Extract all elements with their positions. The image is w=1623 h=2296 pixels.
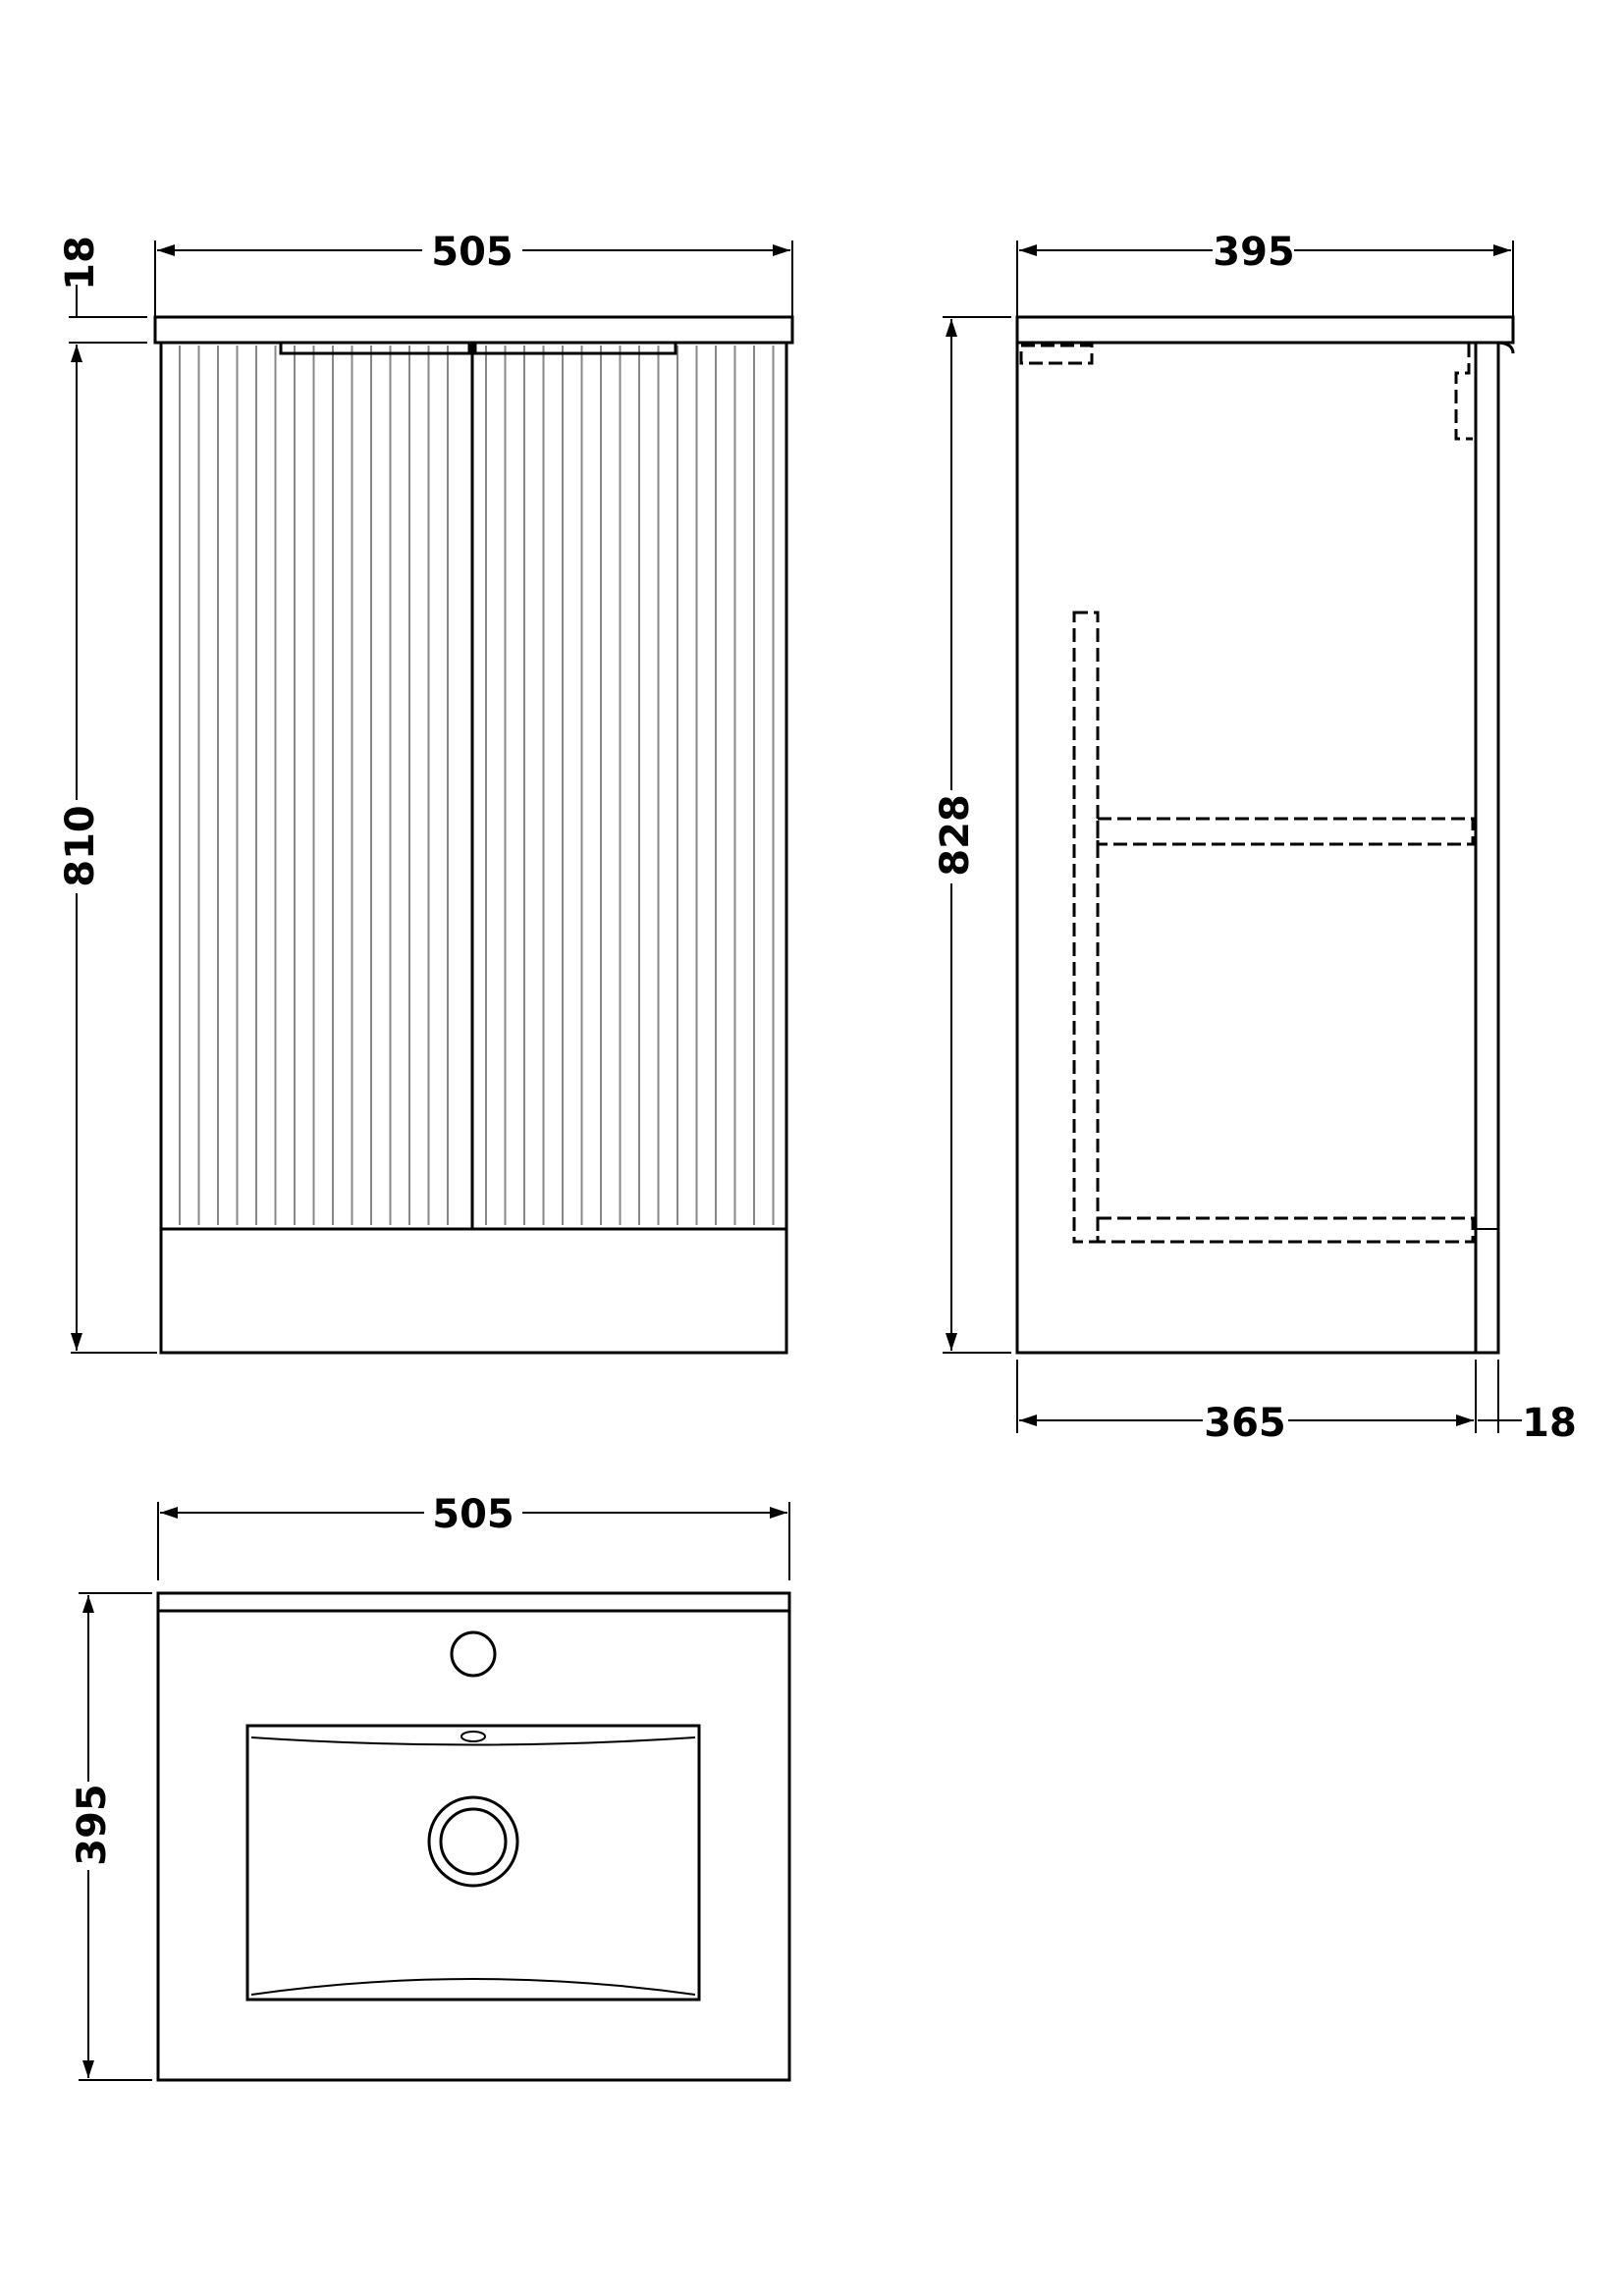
side-height-label: 828 — [933, 794, 978, 877]
bowl-contour — [250, 1736, 696, 1746]
cabinet-side — [1015, 343, 1478, 1355]
door-fluting — [179, 346, 775, 1225]
drawer-rail-hidden — [1019, 344, 1094, 365]
handle-recess — [279, 344, 677, 355]
base-hidden — [1096, 1216, 1475, 1244]
front-width-label: 505 — [431, 230, 514, 275]
side-view: 395 828 365 18 — [933, 230, 1577, 1446]
basin-top-outline — [156, 1591, 791, 2082]
side-depth-label: 395 — [1213, 230, 1295, 275]
waste-outer — [427, 1795, 519, 1888]
top-depth-label: 395 — [70, 1784, 115, 1866]
front-view: 505 18 810 — [58, 230, 794, 1355]
shelf-hidden — [1096, 817, 1475, 846]
basin-bowl — [245, 1724, 701, 2002]
back-rail-hidden — [1072, 611, 1100, 1244]
door-side — [1476, 341, 1500, 1355]
top-width-label: 505 — [432, 1492, 514, 1537]
countertop-side — [1015, 315, 1515, 345]
waste-inner — [439, 1807, 508, 1876]
countertop — [153, 315, 794, 345]
top-view: 505 395 — [70, 1492, 791, 2082]
top-thickness-label: 18 — [58, 236, 103, 291]
hinge-hidden — [1454, 344, 1473, 441]
side-body-depth-label: 365 — [1204, 1401, 1286, 1446]
door-thickness-label: 18 — [1522, 1401, 1577, 1446]
front-height-label: 810 — [58, 805, 103, 887]
bowl-contour — [250, 1978, 696, 1996]
overflow-hole — [460, 1731, 486, 1742]
tap-hole — [450, 1630, 497, 1678]
door-edge — [1497, 341, 1515, 354]
